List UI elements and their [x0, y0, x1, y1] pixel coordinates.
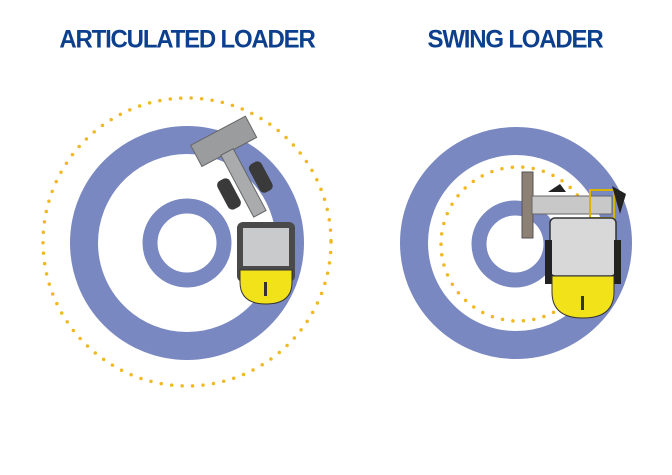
bucket-sweep-dotted-circle: [41, 96, 333, 388]
inner-turning-ring: [142, 198, 232, 288]
articulated-loader-title: ARTICULATED LOADER: [59, 25, 315, 54]
swing-loader-diagram: [400, 127, 632, 359]
swing-loader-machine-icon: [521, 171, 626, 319]
inner-turning-ring: [471, 200, 559, 288]
articulated-loader-machine-icon: [189, 115, 295, 305]
swing-loader-title: SWING LOADER: [427, 25, 604, 54]
articulated-loader-diagram: [41, 96, 333, 388]
